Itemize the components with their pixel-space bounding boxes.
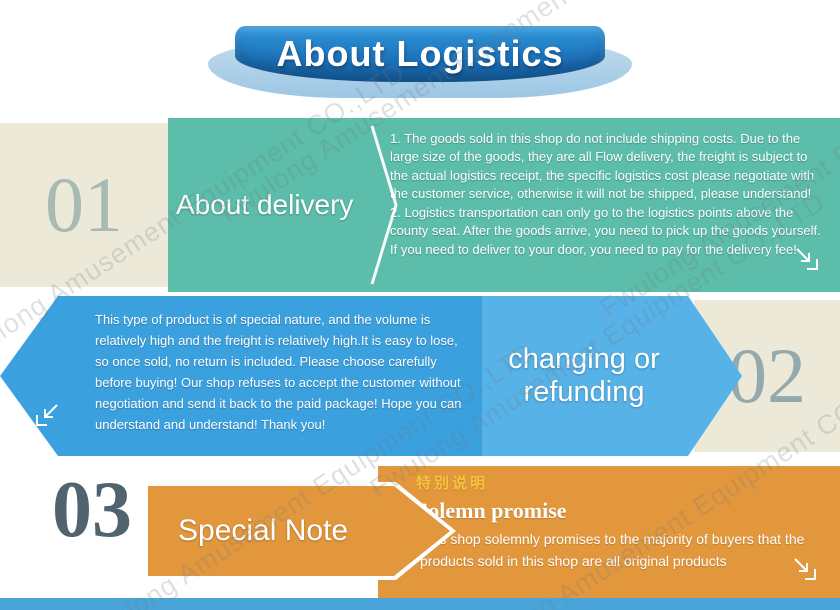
corner-arrow-down-right-icon [794, 558, 816, 580]
delivery-label: About delivery [176, 118, 368, 292]
refund-content-panel: This type of product is of special natur… [0, 296, 490, 456]
note-promise-body: This shop solemnly promises to the major… [420, 531, 805, 569]
delivery-number-panel: 01 [0, 123, 168, 287]
section-about-delivery: 01 1. The goods sold in this shop do not… [0, 118, 840, 292]
note-promise-title: Solemn promise [416, 498, 567, 523]
delivery-content-panel: 1. The goods sold in this shop do not in… [168, 118, 840, 292]
section-number-01: 01 [45, 161, 123, 248]
note-label-text: Special Note [178, 514, 349, 547]
refund-paragraph: This type of product is of special natur… [95, 312, 462, 433]
corner-arrow-down-right-icon [796, 248, 818, 270]
note-tagline-cn: 特别说明 [416, 475, 489, 492]
corner-arrow-down-left-icon [36, 404, 58, 426]
delivery-paragraph-1: 1. The goods sold in this shop do not in… [390, 131, 815, 202]
chevron-divider-icon [370, 125, 398, 285]
note-label: Special Note [148, 486, 450, 576]
section-number-03: 03 [52, 466, 132, 554]
refund-label-text: changing or refunding [508, 342, 660, 408]
header-banner: About Logistics [235, 26, 605, 82]
section-special-note: 03 特别说明 Solemn promise This shop solemnl… [0, 462, 840, 600]
page-title: About Logistics [276, 33, 564, 74]
bottom-strip [0, 598, 840, 610]
note-content-panel: 特别说明 Solemn promise This shop solemnly p… [378, 466, 840, 598]
delivery-label-text: About delivery [176, 189, 354, 220]
delivery-paragraph-2: 2. Logistics transportation can only go … [390, 204, 821, 257]
section-changing-refunding: 02 This type of product is of special na… [0, 296, 840, 456]
refund-label: changing or refunding [482, 296, 742, 456]
